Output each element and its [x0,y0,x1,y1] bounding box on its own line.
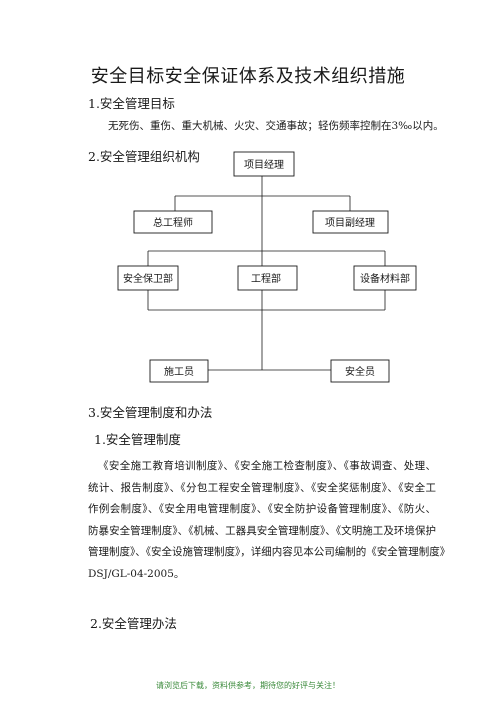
regulations-paragraph: 《安全施工教育培训制度》、《安全施工检查制度》、《事故调查、处理、 统计、报告制… [88,456,451,585]
paragraph-line: DSJ/GL-04-2005。 [88,567,185,580]
org-node-equipment-dept-label: 设备材料部 [360,272,410,285]
org-node-deputy-manager: 项目副经理 [312,210,389,234]
org-node-top: 项目经理 [233,151,295,177]
section3-sub1-heading: 1.安全管理制度 [94,432,181,447]
section3-heading: 3.安全管理制度和办法 [88,405,213,420]
org-node-engineering-dept-label: 工程部 [251,272,281,285]
section1-text: 无死伤、重伤、重大机械、火灾、交通事故；轻伤频率控制在3‰以内。 [108,120,444,132]
org-node-chief-engineer-label: 总工程师 [153,216,193,229]
footer-note: 请浏览后下载，资料供参考，期待您的好评与关注！ [156,681,340,690]
paragraph-line: 防暴安全管理制度》、《机械、工器具安全管理制度》、《文明施工及环境保护 [88,524,436,537]
paragraph-line: 统计、报告制度》、《分包工程安全管理制度》、《安全奖惩制度》、《安全工 [88,481,436,494]
org-node-safety-officer-label: 安全员 [345,365,375,378]
page-title: 安全目标安全保证体系及技术组织措施 [90,66,406,87]
section3-sub2-heading: 2.安全管理办法 [90,616,177,631]
paragraph-line: 《安全施工教育培训制度》、《安全施工检查制度》、《事故调查、处理、 [98,460,436,472]
org-node-top-label: 项目经理 [244,158,284,171]
org-chart-connectors [147,176,386,371]
section2-heading: 2.安全管理组织机构 [88,149,200,164]
paragraph-line: 管理制度》、《安全设施管理制度》，详细内容见本公司编制的《安全管理制度》 [88,546,451,558]
org-node-engineering-dept: 工程部 [237,265,298,291]
paragraph-line: 作例会制度》、《安全用电管理制度》、《安全防护设备管理制度》、《防火、 [88,503,436,515]
org-node-chief-engineer: 总工程师 [133,210,213,234]
section1-heading: 1.安全管理目标 [88,96,175,111]
org-node-constructor-label: 施工员 [164,365,194,378]
org-node-security-dept-label: 安全保卫部 [123,272,173,285]
org-node-equipment-dept: 设备材料部 [353,265,417,291]
org-node-safety-officer: 安全员 [330,359,390,383]
org-node-constructor: 施工员 [149,359,209,383]
org-node-deputy-manager-label: 项目副经理 [325,216,375,229]
org-node-security-dept: 安全保卫部 [117,265,179,291]
